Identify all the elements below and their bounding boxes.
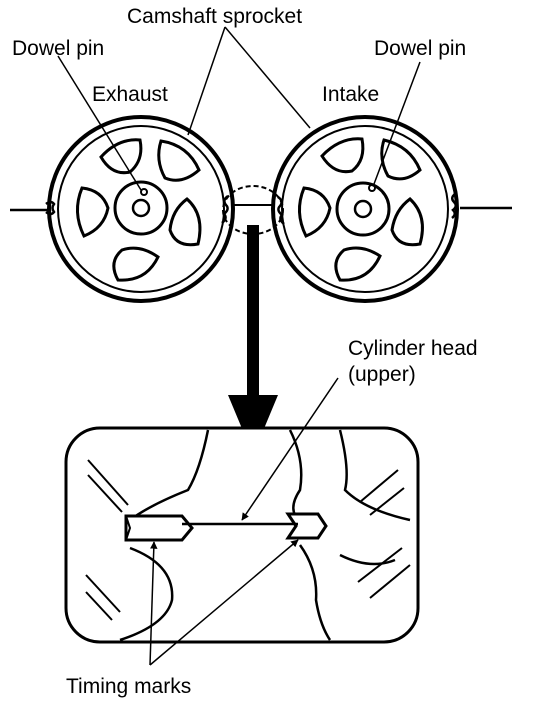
leader-lines — [57, 26, 421, 666]
exhaust-dowel-pin — [140, 188, 148, 196]
exhaust-sprocket — [45, 115, 235, 303]
cylinder-head-detail — [64, 426, 420, 644]
intake-sprocket — [271, 115, 459, 303]
timing-marks-label: Timing marks — [66, 675, 192, 698]
cylinder-head-label-line2: (upper) — [348, 363, 416, 386]
camshaft-sprocket-label: Camshaft sprocket — [127, 5, 303, 28]
intake-label: Intake — [322, 83, 380, 106]
exhaust-label: Exhaust — [92, 83, 168, 106]
cylinder-head-label-line1: Cylinder head — [348, 337, 478, 360]
intake-dowel-pin — [368, 184, 376, 192]
dowel-pin-left-label: Dowel pin — [12, 37, 105, 60]
dowel-pin-right-label: Dowel pin — [374, 37, 467, 60]
magnify-arrow — [228, 225, 278, 455]
